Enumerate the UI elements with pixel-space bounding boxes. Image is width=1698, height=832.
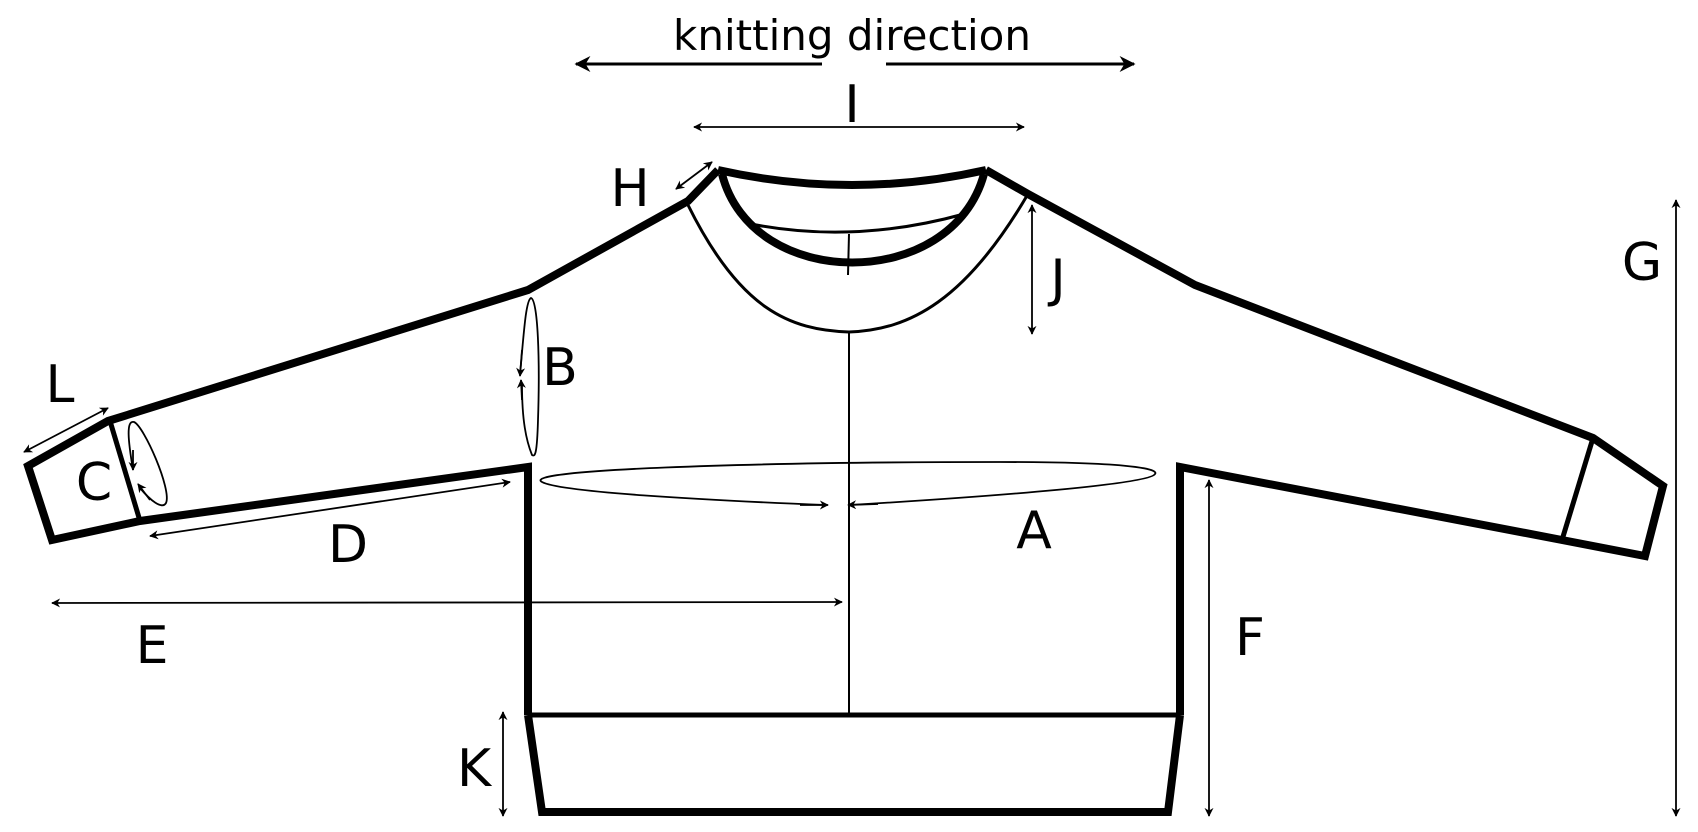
measurement-E: E bbox=[51, 597, 843, 676]
measurement-D: D bbox=[149, 478, 511, 575]
label-F: F bbox=[1235, 608, 1265, 668]
label-A: A bbox=[1016, 501, 1052, 561]
measurement-J: J bbox=[1027, 204, 1066, 335]
label-L: L bbox=[46, 355, 75, 415]
sweater-outline bbox=[23, 166, 1668, 816]
measurement-B: B bbox=[516, 297, 578, 457]
label-K: K bbox=[457, 739, 493, 799]
label-B: B bbox=[542, 338, 578, 398]
measurement-F: F bbox=[1204, 479, 1265, 817]
label-D: D bbox=[328, 515, 368, 575]
knitting-direction-label: knitting direction bbox=[673, 11, 1031, 60]
measurement-H: H bbox=[610, 159, 713, 219]
measurement-C: C bbox=[76, 421, 168, 513]
measurement-L: L bbox=[23, 355, 109, 453]
label-C: C bbox=[76, 453, 112, 513]
label-I: I bbox=[844, 75, 859, 135]
measurement-K: K bbox=[457, 711, 508, 817]
measurement-G: G bbox=[1622, 199, 1681, 817]
label-E: E bbox=[136, 616, 169, 676]
label-H: H bbox=[610, 159, 649, 219]
label-J: J bbox=[1047, 249, 1065, 309]
measurement-A: A bbox=[539, 461, 1157, 561]
measurement-I: I bbox=[693, 75, 1025, 135]
label-G: G bbox=[1622, 233, 1662, 293]
